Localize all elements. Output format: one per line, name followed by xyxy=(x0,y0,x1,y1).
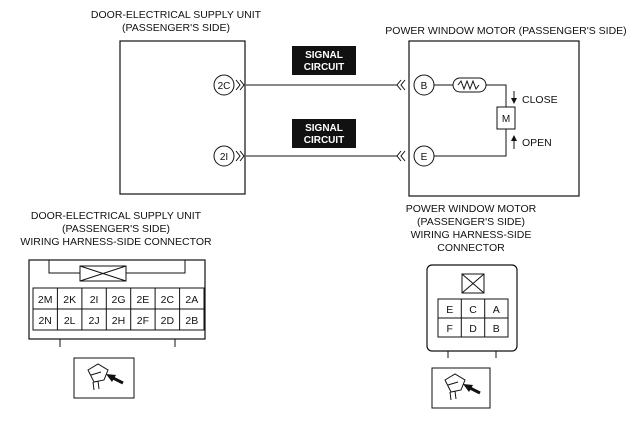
pin-2a: 2A xyxy=(185,294,198,306)
right-connector-caption-line2: (PASSENGER'S SIDE) xyxy=(417,216,525,228)
signal-circuit-tag-bottom: SIGNAL CIRCUIT xyxy=(292,119,356,148)
pin-2m: 2M xyxy=(38,294,53,306)
signal-circuit-tag-top: SIGNAL CIRCUIT xyxy=(292,46,356,75)
pin-a: A xyxy=(493,304,500,316)
close-arrow-icon xyxy=(511,91,517,104)
pin-2b: 2B xyxy=(185,315,198,327)
right-unit-title: POWER WINDOW MOTOR (PASSENGER'S SIDE) xyxy=(385,25,626,37)
pin-2h: 2H xyxy=(112,315,125,327)
pin-b: B xyxy=(493,323,500,335)
pin-2n: 2N xyxy=(38,315,51,327)
pin-2e: 2E xyxy=(136,294,149,306)
left-unit-title-line1: DOOR-ELECTRICAL SUPPLY UNIT xyxy=(91,9,262,21)
right-connector-caption-line3: WIRING HARNESS-SIDE xyxy=(411,229,532,241)
right-unit-box xyxy=(408,40,580,197)
signal-tag-bottom-line2: CIRCUIT xyxy=(304,135,345,146)
terminal-e: E xyxy=(413,145,435,167)
left-connector-pins: 2M 2K 2I 2G 2E 2C 2A 2N 2L 2J 2H 2F 2D 2… xyxy=(38,294,198,327)
left-unit-box xyxy=(119,40,246,195)
connector-plug-icon xyxy=(431,367,491,409)
right-connector-caption-line1: POWER WINDOW MOTOR xyxy=(406,203,537,215)
terminal-2i-label: 2I xyxy=(220,152,228,163)
close-label: CLOSE xyxy=(522,94,558,106)
left-connector-face xyxy=(28,259,206,347)
pin-2d: 2D xyxy=(161,315,175,327)
terminal-2c: 2C xyxy=(213,74,235,96)
terminal-2c-label: 2C xyxy=(218,81,231,92)
open-label: OPEN xyxy=(522,137,552,149)
terminal-b-label: B xyxy=(421,81,428,92)
right-connector-symbol-top xyxy=(396,79,406,91)
left-connector-symbol-bottom xyxy=(235,150,245,162)
pin-2i: 2I xyxy=(90,294,99,306)
open-arrow-icon xyxy=(511,135,517,149)
terminal-b: B xyxy=(413,74,435,96)
pin-2g: 2G xyxy=(111,294,125,306)
connector-plug-icon xyxy=(73,357,135,399)
left-unit-title-line2: (PASSENGER'S SIDE) xyxy=(122,22,230,34)
motor-label: M xyxy=(502,114,510,125)
pin-f: F xyxy=(446,323,452,335)
signal-tag-top-line1: SIGNAL xyxy=(305,50,343,61)
signal-tag-top-line2: CIRCUIT xyxy=(304,62,345,73)
internal-wire-e xyxy=(434,129,507,157)
right-connector-symbol-bottom xyxy=(396,150,406,162)
pin-2j: 2J xyxy=(89,315,100,327)
left-connector-caption-line3: WIRING HARNESS-SIDE CONNECTOR xyxy=(20,236,212,248)
pin-2f: 2F xyxy=(137,315,149,327)
pin-2l: 2L xyxy=(64,315,76,327)
left-connector-symbol-top xyxy=(235,79,245,91)
terminal-e-label: E xyxy=(421,152,428,163)
ptc-thermistor-icon xyxy=(452,77,487,93)
left-connector-caption-line2: (PASSENGER'S SIDE) xyxy=(62,223,170,235)
pin-d: D xyxy=(469,323,477,335)
left-connector-caption-line1: DOOR-ELECTRICAL SUPPLY UNIT xyxy=(31,210,202,222)
right-connector-caption-line4: CONNECTOR xyxy=(437,242,505,254)
internal-wire-to-motor-top xyxy=(486,84,507,107)
pin-2c: 2C xyxy=(161,294,175,306)
right-connector-pins: E C A F D B xyxy=(446,304,500,335)
pin-2k: 2K xyxy=(63,294,76,306)
right-connector-face xyxy=(426,264,518,358)
pin-c: C xyxy=(469,304,477,316)
signal-tag-bottom-line1: SIGNAL xyxy=(305,123,343,134)
terminal-2i: 2I xyxy=(213,145,235,167)
pin-e: E xyxy=(446,304,453,316)
motor-icon: M xyxy=(496,106,516,130)
